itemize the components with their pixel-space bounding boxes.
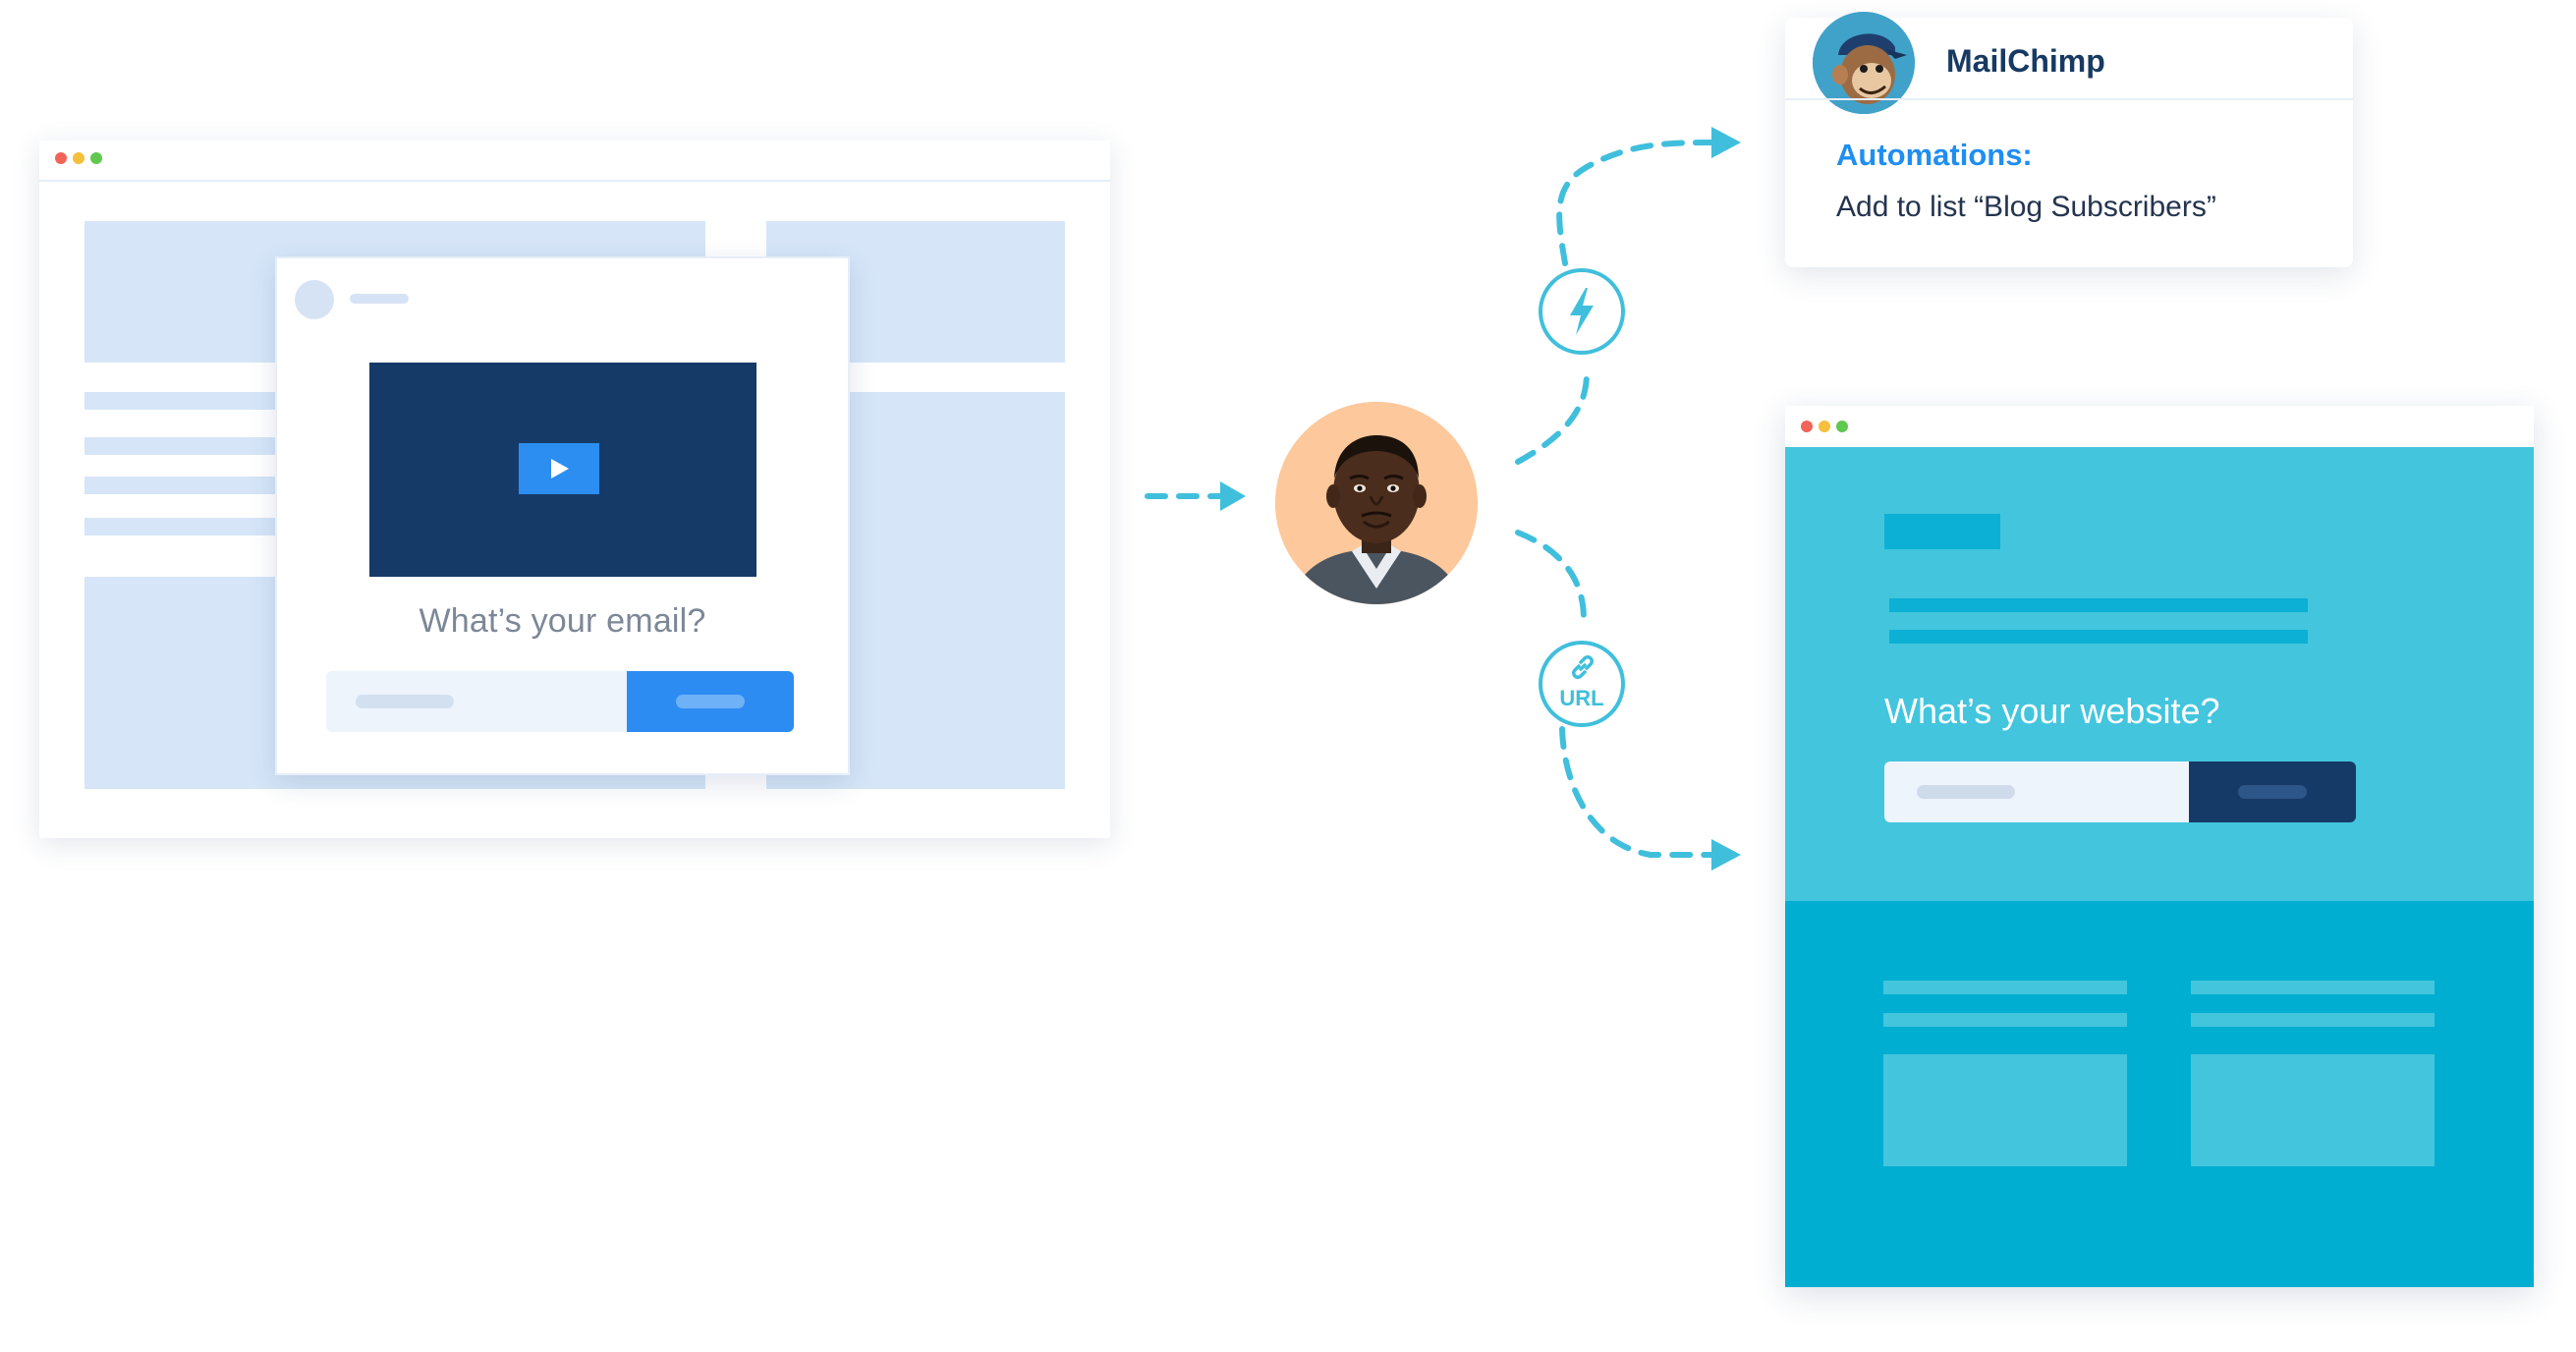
automation-action: Add to list “Blog Subscribers” <box>1836 191 2216 223</box>
play-icon <box>551 459 569 479</box>
hero-section: What’s your website? <box>1785 447 2534 901</box>
popup-avatar <box>295 280 334 319</box>
input-placeholder <box>356 695 454 708</box>
landing-page-window: What’s your email? <box>39 141 1110 838</box>
branch-to-mailchimp <box>1556 140 1722 266</box>
arrowhead-mailchimp <box>1711 127 1741 158</box>
logo-placeholder <box>1884 514 2000 549</box>
url-badge: URL <box>1539 641 1625 727</box>
arrowhead-website <box>1711 839 1741 871</box>
lightning-icon <box>1570 288 1594 335</box>
email-input[interactable] <box>326 671 627 732</box>
email-question: What’s your email? <box>419 602 706 640</box>
text-line <box>2191 981 2435 994</box>
input-placeholder <box>1917 785 2015 799</box>
window-maximize-dot[interactable] <box>90 152 102 164</box>
window-close-dot[interactable] <box>55 152 67 164</box>
branch-to-website <box>1559 726 1727 858</box>
branch-lower-to-trigger <box>1515 370 1590 465</box>
button-label-placeholder <box>676 695 745 708</box>
window-titlebar <box>1785 406 2534 447</box>
branch-upper-to-url <box>1515 530 1587 622</box>
automations-label: Automations: <box>1836 138 2033 172</box>
text-line <box>2191 1013 2435 1027</box>
website-submit-button[interactable] <box>2189 761 2356 822</box>
mailchimp-card: MailChimp Automations: Add to list “Blog… <box>1785 12 2353 267</box>
link-icon <box>1572 655 1594 679</box>
website-page-window: What’s your website? <box>1785 406 2534 1287</box>
window-titlebar <box>39 141 1110 182</box>
window-close-dot[interactable] <box>1801 421 1813 432</box>
email-capture-popup: What’s your email? <box>275 256 850 775</box>
email-submit-button[interactable] <box>627 671 794 732</box>
mailchimp-monkey-icon <box>1813 12 1915 114</box>
content-block <box>1883 1054 2127 1166</box>
person-portrait <box>1275 402 1478 604</box>
mailchimp-title: MailChimp <box>1946 43 2105 79</box>
mailchimp-logo <box>1813 12 1915 114</box>
content-block <box>2191 1054 2435 1166</box>
card-divider <box>1785 98 2353 100</box>
video-player[interactable] <box>369 363 756 577</box>
text-line <box>1883 1013 2127 1027</box>
text-line <box>1883 981 2127 994</box>
window-minimize-dot[interactable] <box>73 152 84 164</box>
url-label: URL <box>1559 686 1604 710</box>
website-input[interactable] <box>1884 761 2189 822</box>
window-maximize-dot[interactable] <box>1836 421 1848 432</box>
text-line <box>1889 598 2308 612</box>
button-label-placeholder <box>2238 785 2307 799</box>
trigger-badge <box>1539 268 1625 355</box>
website-question: What’s your website? <box>1884 691 2220 731</box>
arrowhead-person <box>1220 481 1246 511</box>
visitor-avatar <box>1275 402 1478 604</box>
text-line <box>1889 630 2308 644</box>
window-minimize-dot[interactable] <box>1819 421 1830 432</box>
popup-name-line <box>350 294 409 304</box>
play-button[interactable] <box>519 443 599 494</box>
